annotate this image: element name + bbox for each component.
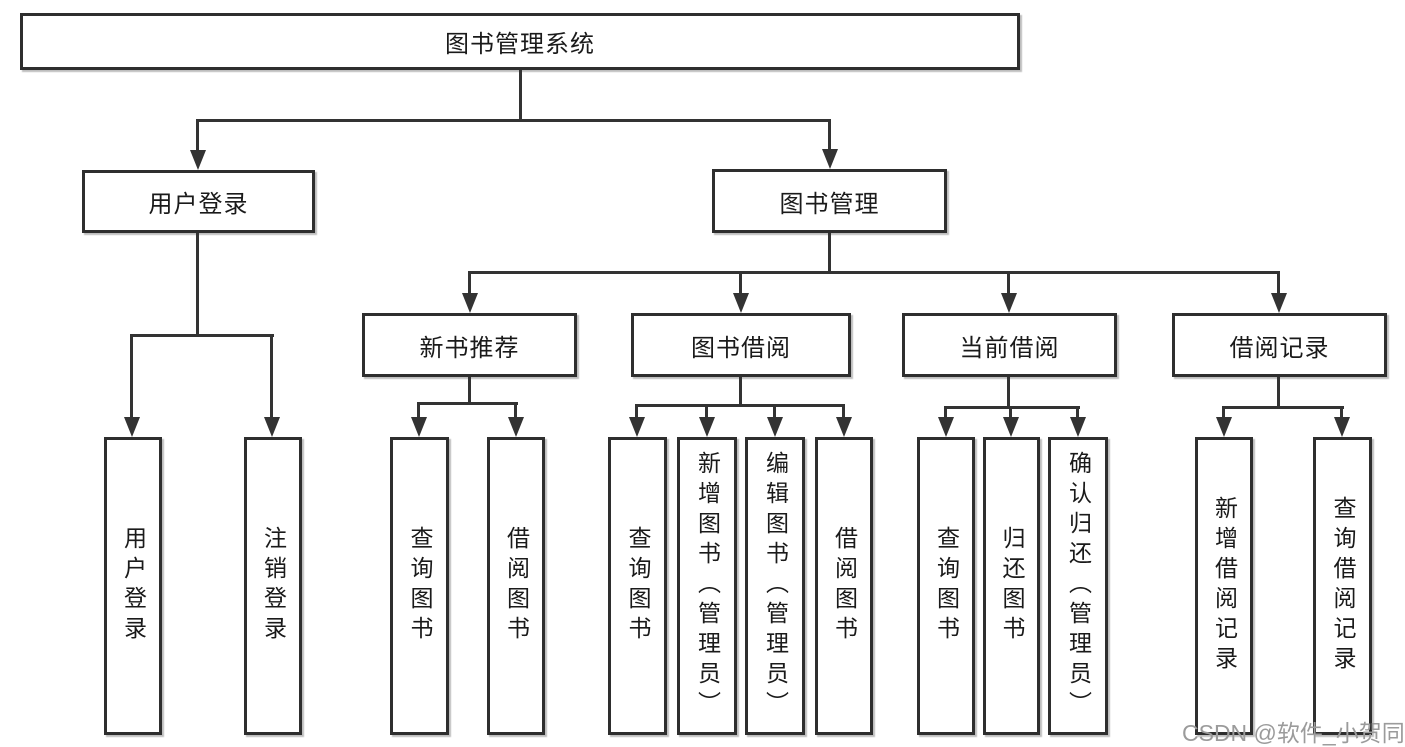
arrow-down-icon: [190, 150, 206, 170]
leaf-user-login: 用户登录: [104, 437, 162, 735]
arrow-down-icon: [1271, 293, 1287, 313]
arrow-down-icon: [938, 417, 954, 437]
node-book-management: 图书管理: [712, 169, 947, 233]
connector-drop: [1222, 406, 1225, 420]
arrow-down-icon: [629, 417, 645, 437]
leaf-query-books-current: 查询图书: [917, 437, 975, 735]
node-book-borrow: 图书借阅: [631, 313, 851, 377]
leaf-query-borrow-record: 查询借阅记录: [1313, 437, 1372, 735]
connector-bookmgmt-stem: [828, 233, 831, 274]
arrow-down-icon: [411, 417, 427, 437]
arrow-down-icon: [1334, 417, 1350, 437]
leaf-add-borrow-record: 新增借阅记录: [1195, 437, 1253, 735]
arrow-down-icon: [699, 417, 715, 437]
connector-drop: [1009, 406, 1012, 420]
leaf-label: 新增图书（管理员）: [694, 451, 721, 721]
leaf-label: 归还图书: [999, 526, 1025, 646]
arrow-down-icon: [462, 293, 478, 313]
connector-drop: [1277, 271, 1280, 296]
connector-rail: [944, 406, 1080, 409]
connector-drop: [468, 271, 471, 296]
connector-level3-rail: [468, 271, 1280, 274]
connector-drop: [705, 404, 708, 420]
leaf-label: 确认归还（管理员）: [1065, 451, 1092, 721]
connector-userlogin-rail: [130, 334, 274, 337]
connector-rail: [417, 402, 518, 405]
csdn-watermark: CSDN @软件_小贺同学: [1182, 720, 1405, 746]
connector-drop: [944, 406, 947, 420]
connector-drop: [270, 334, 273, 420]
leaf-add-books-admin: 新增图书（管理员）: [677, 437, 737, 735]
node-root: 图书管理系统: [20, 13, 1020, 70]
arrow-down-icon: [1070, 417, 1086, 437]
arrow-down-icon: [1216, 417, 1232, 437]
connector-drop: [196, 119, 199, 152]
leaf-label: 查询借阅记录: [1330, 496, 1356, 676]
connector-drop: [739, 271, 742, 296]
leaf-edit-books-admin: 编辑图书（管理员）: [745, 437, 805, 735]
connector-userlogin-stem: [196, 233, 199, 337]
connector-stem: [1277, 377, 1280, 408]
node-new-book-recommend: 新书推荐: [362, 313, 577, 377]
connector-drop: [1340, 406, 1343, 420]
node-borrow-records: 借阅记录: [1172, 313, 1387, 377]
connector-drop: [1076, 406, 1079, 420]
arrow-down-icon: [508, 417, 524, 437]
connector-root-stem: [519, 70, 522, 120]
connector-drop: [417, 402, 420, 420]
leaf-label: 注销登录: [260, 526, 287, 646]
arrow-down-icon: [264, 417, 280, 437]
leaf-return-books: 归还图书: [983, 437, 1040, 735]
leaf-label: 借阅图书: [503, 526, 530, 646]
connector-rail: [635, 404, 845, 407]
leaf-label: 查询图书: [933, 526, 960, 646]
leaf-label: 编辑图书（管理员）: [762, 451, 789, 721]
arrow-down-icon: [822, 149, 838, 169]
arrow-down-icon: [733, 293, 749, 313]
arrow-down-icon: [767, 417, 783, 437]
leaf-label: 用户登录: [120, 526, 147, 646]
connector-drop: [635, 404, 638, 420]
connector-drop: [1007, 271, 1010, 296]
arrow-down-icon: [124, 417, 140, 437]
connector-stem: [1007, 377, 1010, 408]
connector-drop: [828, 119, 831, 151]
node-user-login: 用户登录: [82, 170, 315, 233]
leaf-borrow-books-recommend: 借阅图书: [487, 437, 545, 735]
leaf-label: 新增借阅记录: [1211, 496, 1238, 676]
leaf-label: 查询图书: [407, 526, 433, 646]
connector-level2-rail: [196, 119, 831, 122]
leaf-query-books-recommend: 查询图书: [390, 437, 449, 735]
connector-drop: [514, 402, 517, 420]
leaf-query-books-borrow: 查询图书: [608, 437, 667, 735]
leaf-logout: 注销登录: [244, 437, 302, 735]
leaf-borrow-books: 借阅图书: [815, 437, 873, 735]
arrow-down-icon: [1001, 293, 1017, 313]
leaf-label: 借阅图书: [831, 526, 858, 646]
arrow-down-icon: [1003, 417, 1019, 437]
connector-drop: [130, 334, 133, 420]
connector-drop: [773, 404, 776, 420]
connector-stem: [468, 377, 471, 404]
connector-drop: [842, 404, 845, 420]
leaf-confirm-return-admin: 确认归还（管理员）: [1048, 437, 1108, 735]
connector-stem: [739, 377, 742, 406]
node-current-borrow: 当前借阅: [902, 313, 1117, 377]
connector-rail: [1222, 406, 1344, 409]
leaf-label: 查询图书: [625, 526, 651, 646]
arrow-down-icon: [836, 417, 852, 437]
